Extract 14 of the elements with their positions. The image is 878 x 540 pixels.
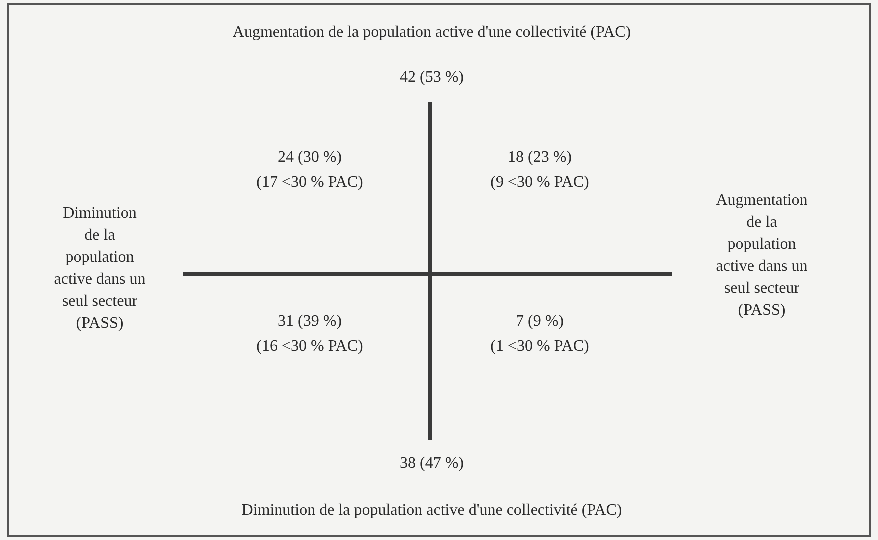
quadrant-value: (1 <30 % PAC) (490, 337, 590, 357)
quadrant-value: 24 (30 %) (278, 148, 342, 168)
quadrant-value: (17 <30 % PAC) (256, 173, 364, 193)
quadrant-value: (9 <30 % PAC) (490, 173, 590, 193)
axis-side-label: Diminution de la population active dans un seul secteur (PASS) (54, 204, 146, 334)
axis-end-value: 42 (53 %) (400, 68, 464, 88)
quadrant-value: 31 (39 %) (278, 312, 342, 332)
axis-heading: Diminution de la population active d'une collectivité (PAC) (242, 501, 622, 521)
axis-side-label: Augmentation de la population active dans un seul secteur (PASS) (715, 191, 809, 321)
quadrant-value: (16 <30 % PAC) (256, 337, 364, 357)
quadrant-value: 18 (23 %) (508, 148, 572, 168)
quadrant-value: 7 (9 %) (516, 312, 564, 332)
axis-end-value: 38 (47 %) (400, 454, 464, 474)
axis-heading: Augmentation de la population active d'une collectivité (PAC) (232, 23, 632, 43)
